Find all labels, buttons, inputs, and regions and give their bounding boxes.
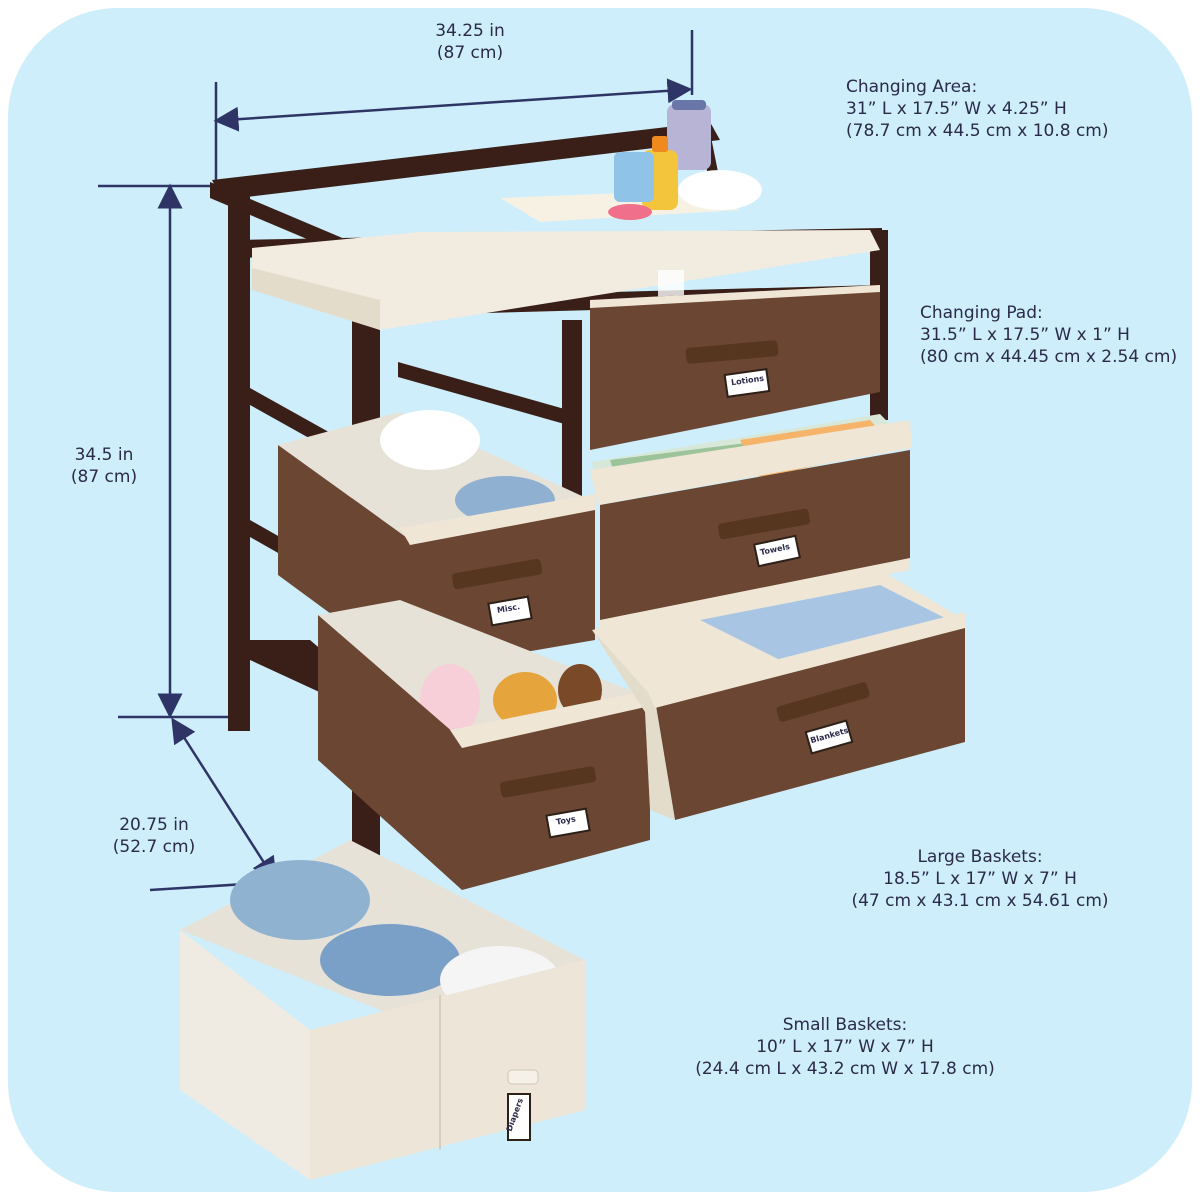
depth-inches: 20.75 in (119, 815, 189, 835)
width-cm: (87 cm) (436, 43, 504, 63)
width-inches: 34.25 in (435, 21, 505, 41)
changing-area-title: Changing Area: (846, 77, 978, 97)
height-cm: (87 cm) (70, 467, 138, 487)
large-baskets-title: Large Baskets: (917, 847, 1043, 867)
basket-blankets[interactable] (592, 570, 965, 820)
height-inches: 34.5 in (74, 445, 134, 465)
changing-area-metric: (78.7 cm x 44.5 cm x 10.8 cm) (846, 121, 1109, 141)
large-baskets-metric: (47 cm x 43.1 cm x 54.61 cm) (851, 891, 1109, 911)
small-baskets-imperial: 10” L x 17” W x 7” H (756, 1037, 934, 1057)
small-baskets-title: Small Baskets: (782, 1015, 908, 1035)
changing-pad-metric: (80 cm x 44.45 cm x 2.54 cm) (920, 347, 1178, 367)
changing-area-spec: Changing Area: 31” L x 17.5” W x 4.25” H… (846, 76, 1109, 142)
large-baskets-imperial: 18.5” L x 17” W x 7” H (883, 869, 1077, 889)
large-baskets-spec: Large Baskets: 18.5” L x 17” W x 7” H (4… (830, 846, 1130, 912)
basket-lotions[interactable] (590, 285, 880, 450)
changing-pad-title: Changing Pad: (920, 303, 1043, 323)
height-label: 34.5 in (87 cm) (44, 444, 164, 488)
basket-diapers[interactable] (180, 840, 585, 1180)
baby-supplies (608, 100, 762, 220)
width-label: 34.25 in (87 cm) (400, 20, 540, 64)
depth-label: 20.75 in (52.7 cm) (94, 814, 214, 858)
changing-pad-imperial: 31.5” L x 17.5” W x 1” H (920, 325, 1130, 345)
small-baskets-metric: (24.4 cm L x 43.2 cm W x 17.8 cm) (695, 1059, 995, 1079)
small-baskets-spec: Small Baskets: 10” L x 17” W x 7” H (24.… (680, 1014, 1010, 1080)
width-dimension-line (213, 30, 694, 185)
changing-area-imperial: 31” L x 17.5” W x 4.25” H (846, 99, 1067, 119)
changing-pad-spec: Changing Pad: 31.5” L x 17.5” W x 1” H (… (920, 302, 1177, 368)
depth-cm: (52.7 cm) (112, 837, 196, 857)
height-dimension-line (98, 183, 236, 719)
basket-toys[interactable] (318, 600, 650, 890)
